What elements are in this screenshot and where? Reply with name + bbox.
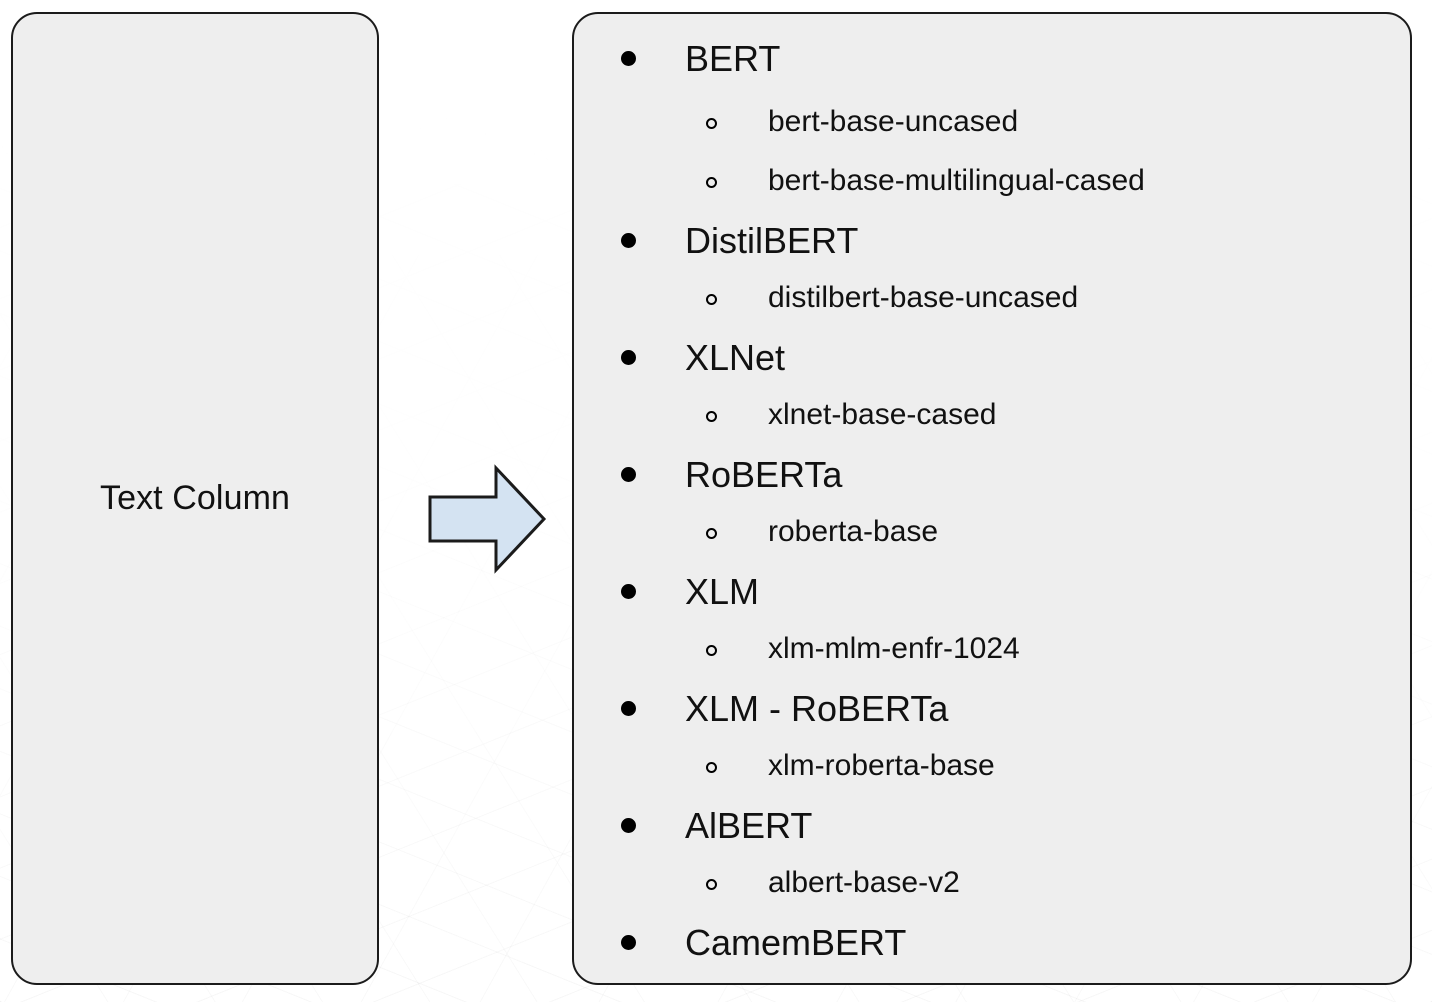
filled-disc-bullet-icon <box>621 563 651 625</box>
filled-disc-bullet-icon <box>621 329 651 391</box>
hollow-circle-bullet-icon <box>706 509 730 564</box>
model-family-row[interactable]: DistilBERT <box>574 210 1410 272</box>
model-family-label: DistilBERT <box>685 220 859 261</box>
model-checkpoint-label: bert-base-multilingual-cased <box>768 164 1145 197</box>
model-group: AlBERT albert-base-v2 <box>574 795 1410 910</box>
filled-disc-bullet-icon <box>621 914 651 976</box>
model-checkpoint-label: xlm-mlm-enfr-1024 <box>768 632 1020 665</box>
model-checkpoint-label: albert-base-v2 <box>768 866 960 899</box>
hollow-circle-bullet-icon <box>706 626 730 681</box>
filled-disc-bullet-icon <box>621 212 651 274</box>
model-list-box[interactable]: BERT bert-base-uncased bert-base-multiling… <box>572 12 1412 985</box>
model-checkpoint-row[interactable]: camembert-base <box>574 972 1410 983</box>
model-checkpoint-label: camembert-base <box>730 972 993 983</box>
model-family-label: RoBERTa <box>685 454 843 495</box>
hollow-circle-bullet-icon <box>706 275 730 330</box>
model-family-label: XLNet <box>685 337 786 378</box>
text-column-label: Text Column <box>99 478 291 517</box>
hollow-circle-bullet-icon <box>706 743 730 798</box>
filled-disc-bullet-icon <box>621 797 651 859</box>
filled-disc-bullet-icon <box>621 680 651 742</box>
hollow-circle-bullet-icon <box>706 158 730 213</box>
model-checkpoint-label: distilbert-base-uncased <box>768 281 1079 314</box>
model-checkpoint-row[interactable]: albert-base-v2 <box>574 855 1410 910</box>
model-family-label: XLM <box>685 571 760 612</box>
filled-disc-bullet-icon <box>621 30 651 92</box>
model-checkpoint-label: xlnet-base-cased <box>768 398 997 431</box>
model-list: BERT bert-base-uncased bert-base-multiling… <box>574 14 1410 983</box>
model-checkpoint-row[interactable]: xlnet-base-cased <box>574 387 1410 442</box>
filled-disc-bullet-icon <box>621 446 651 508</box>
model-family-label: BERT <box>685 38 781 79</box>
model-family-label: XLM - RoBERTa <box>685 688 949 729</box>
model-checkpoint-row[interactable]: bert-base-multilingual-cased <box>574 153 1410 208</box>
hollow-circle-bullet-icon <box>706 99 730 154</box>
model-checkpoint-row[interactable]: distilbert-base-uncased <box>574 270 1410 325</box>
model-family-label: CamemBERT <box>685 922 907 963</box>
model-family-row[interactable]: BERT <box>574 28 1410 90</box>
model-checkpoint-label: xlm-roberta-base <box>768 749 995 782</box>
hollow-circle-bullet-icon <box>706 860 730 915</box>
model-checkpoint-row[interactable]: roberta-base <box>574 504 1410 559</box>
text-column-box[interactable]: Text Column <box>11 12 379 985</box>
model-group: BERT bert-base-uncased bert-base-multiling… <box>574 28 1410 208</box>
model-family-label: AlBERT <box>685 805 813 846</box>
model-checkpoint-row[interactable]: xlm-mlm-enfr-1024 <box>574 621 1410 676</box>
model-group: XLNet xlnet-base-cased <box>574 327 1410 442</box>
right-arrow-icon <box>424 462 550 576</box>
model-family-row[interactable]: XLM - RoBERTa <box>574 678 1410 740</box>
model-group: DistilBERT distilbert-base-uncased <box>574 210 1410 325</box>
hollow-circle-bullet-icon <box>706 392 730 447</box>
model-checkpoint-row[interactable]: xlm-roberta-base <box>574 738 1410 793</box>
model-checkpoint-row[interactable]: bert-base-uncased <box>574 94 1410 149</box>
model-checkpoint-label: bert-base-uncased <box>768 105 1019 138</box>
model-family-row[interactable]: RoBERTa <box>574 444 1410 506</box>
model-family-row[interactable]: AlBERT <box>574 795 1410 857</box>
model-group: RoBERTa roberta-base <box>574 444 1410 559</box>
model-group: CamemBERT camembert-base <box>574 912 1410 983</box>
model-family-row[interactable]: XLNet <box>574 327 1410 389</box>
model-family-row[interactable]: XLM <box>574 561 1410 623</box>
model-family-row[interactable]: CamemBERT <box>574 912 1410 974</box>
model-checkpoint-label: roberta-base <box>768 515 939 548</box>
model-group: XLM - RoBERTa xlm-roberta-base <box>574 678 1410 793</box>
hollow-circle-bullet-icon <box>706 977 730 983</box>
